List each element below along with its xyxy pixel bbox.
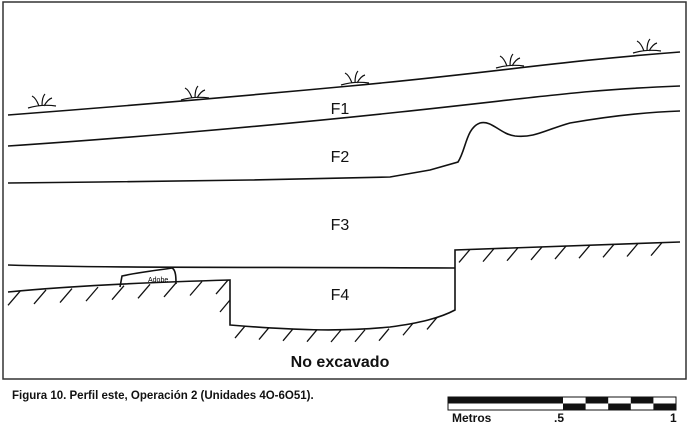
frame [2, 1, 687, 380]
plant-icons [27, 38, 662, 109]
figure-caption: Figura 10. Perfil este, Operación 2 (Uni… [12, 390, 314, 402]
left-excavation-floor [7, 241, 681, 331]
f2-f3-boundary [7, 110, 681, 184]
layer-f4-label: F4 [331, 287, 350, 304]
scale-end-label: 1 [670, 411, 677, 425]
scale-unit-label: Metros [452, 411, 492, 425]
hatching [7, 242, 663, 343]
adobe-label: Adobe [148, 277, 168, 284]
layer-f2-label: F2 [331, 149, 350, 166]
unexcavated-label: No excavado [291, 354, 390, 371]
surface-line [7, 51, 681, 116]
scale-bar [447, 396, 677, 411]
f1-f2-boundary [7, 85, 681, 147]
layer-f3-label: F3 [331, 217, 350, 234]
adobe-block [119, 267, 177, 288]
f3-f4-boundary [7, 264, 456, 269]
scale-mid-label: .5 [554, 411, 565, 425]
layer-f1-label: F1 [331, 101, 350, 118]
